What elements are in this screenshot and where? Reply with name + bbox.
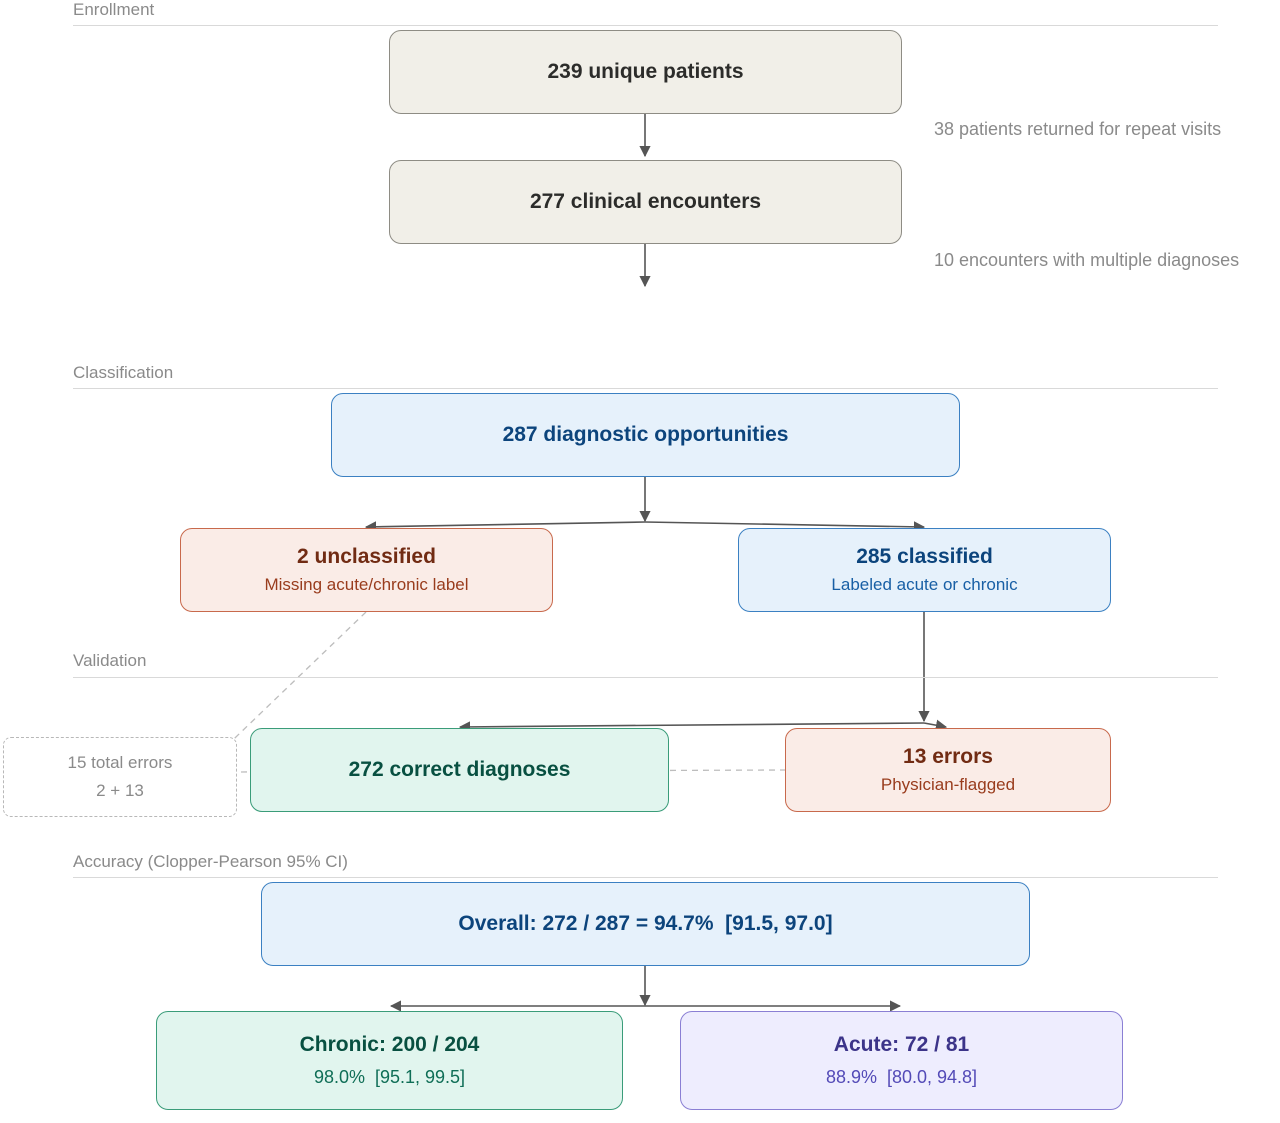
- node-chronic-accuracy-label: Chronic: 200 / 204: [299, 1033, 480, 1056]
- note-multiple-diagnoses: 10 encounters with multiple diagnoses: [934, 250, 1240, 270]
- section-rule-enrollment: [73, 25, 1218, 26]
- arrow-to-unclassified: [364, 521, 646, 533]
- total-errors-label: 15 total errors: [67, 753, 173, 772]
- node-errors-label: 13 errors: [903, 745, 993, 768]
- node-correct-diagnoses: 272 correct diagnoses: [250, 728, 669, 812]
- node-acute-accuracy-sub: 88.9% [80.0, 94.8]: [825, 1067, 978, 1087]
- section-label-classification: Classification: [73, 363, 174, 382]
- arrow-to-classified: [644, 521, 926, 533]
- total-errors-formula: 2 + 13: [96, 781, 144, 800]
- total-errors-box: 15 total errors 2 + 13: [3, 737, 237, 817]
- node-diagnostic-opportunities-label: 287 diagnostic opportunities: [502, 423, 789, 446]
- node-diagnostic-opportunities: 287 diagnostic opportunities: [331, 393, 960, 477]
- dashed-unclassified-to-total: [211, 611, 367, 761]
- node-chronic-accuracy: Chronic: 200 / 204 98.0% [95.1, 99.5]: [156, 1011, 623, 1110]
- node-unclassified-label: 2 unclassified: [297, 545, 436, 568]
- section-rule-validation: [73, 677, 1218, 678]
- node-classified-label: 285 classified: [856, 545, 993, 568]
- node-unclassified-sub: Missing acute/chronic label: [264, 575, 469, 594]
- node-classified: 285 classified Labeled acute or chronic: [738, 528, 1111, 612]
- section-rule-accuracy: [73, 877, 1218, 878]
- section-label-validation: Validation: [73, 651, 147, 670]
- node-correct-diagnoses-label: 272 correct diagnoses: [348, 758, 571, 781]
- arrow-to-correct: [458, 721, 925, 733]
- arrow-to-errors: [923, 719, 948, 731]
- node-clinical-encounters: 277 clinical encounters: [389, 160, 902, 244]
- section-rule-classification: [73, 388, 1218, 389]
- section-label-enrollment: Enrollment: [73, 0, 155, 19]
- node-errors-sub: Physician-flagged: [880, 775, 1016, 794]
- node-chronic-accuracy-sub: 98.0% [95.1, 99.5]: [313, 1067, 466, 1087]
- node-overall-accuracy-label: Overall: 272 / 287 = 94.7% [91.5, 97.0]: [458, 912, 833, 935]
- node-unique-patients: 239 unique patients: [389, 30, 902, 114]
- node-unique-patients-label: 239 unique patients: [547, 60, 744, 83]
- node-overall-accuracy: Overall: 272 / 287 = 94.7% [91.5, 97.0]: [261, 882, 1030, 966]
- section-label-accuracy: Accuracy (Clopper-Pearson 95% CI): [73, 852, 348, 871]
- node-acute-accuracy-label: Acute: 72 / 81: [833, 1033, 970, 1056]
- node-clinical-encounters-label: 277 clinical encounters: [529, 190, 762, 213]
- node-classified-sub: Labeled acute or chronic: [831, 575, 1018, 594]
- node-errors: 13 errors Physician-flagged: [785, 728, 1111, 812]
- node-acute-accuracy: Acute: 72 / 81 88.9% [80.0, 94.8]: [680, 1011, 1123, 1110]
- node-unclassified: 2 unclassified Missing acute/chronic lab…: [180, 528, 553, 612]
- note-repeat-visits: 38 patients returned for repeat visits: [934, 119, 1222, 139]
